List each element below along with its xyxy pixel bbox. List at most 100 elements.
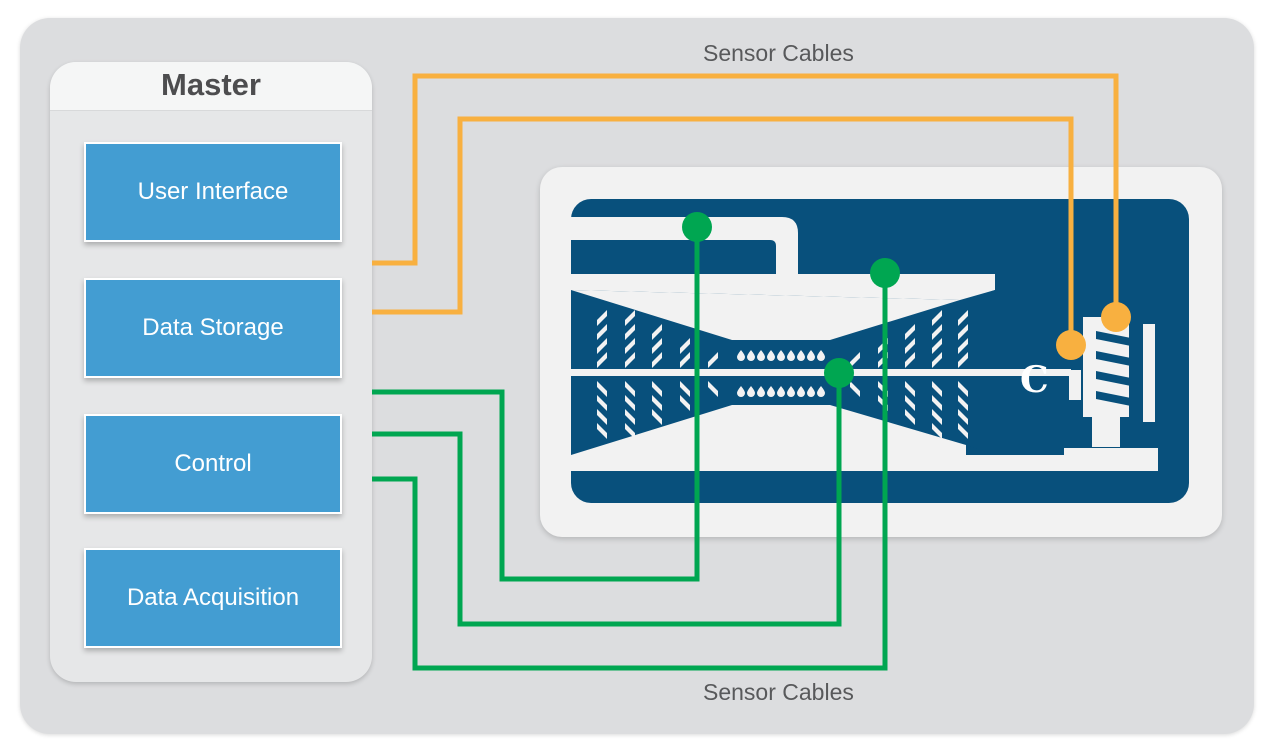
blade — [597, 381, 607, 397]
compressor-blades — [597, 310, 718, 439]
flame-drop — [767, 350, 775, 361]
flame-drop — [807, 350, 815, 361]
blade — [597, 310, 607, 326]
shaft — [571, 369, 1071, 376]
flame-drop — [757, 386, 765, 397]
blade — [597, 409, 607, 425]
blade — [625, 310, 635, 326]
flame-drop — [737, 386, 745, 397]
blade — [625, 409, 635, 425]
blade — [597, 338, 607, 354]
blade — [905, 352, 915, 368]
cable-data-storage — [372, 116, 1074, 345]
lower-casing — [571, 405, 1158, 471]
generator-stand — [1092, 417, 1120, 447]
module-user-interface: User Interface — [84, 142, 342, 242]
blade — [652, 395, 662, 411]
blade — [905, 381, 915, 397]
blade — [905, 395, 915, 411]
sensor-cables-label-top: Sensor Cables — [703, 40, 854, 66]
blade — [905, 338, 915, 354]
blade — [932, 409, 942, 425]
blade — [652, 352, 662, 368]
turbine-blades — [850, 310, 968, 439]
master-panel: Master User Interface Data Storage Contr… — [50, 62, 372, 682]
blade — [680, 381, 690, 397]
blade — [958, 310, 968, 326]
sensor-node-green-1 — [682, 212, 712, 242]
flame-drop — [817, 386, 825, 397]
blade — [680, 338, 690, 354]
flame-drop — [747, 386, 755, 397]
flame-drop — [797, 350, 805, 361]
blade — [652, 409, 662, 425]
module-data-acquisition: Data Acquisition — [84, 548, 342, 648]
blade — [597, 324, 607, 340]
coupling — [1069, 370, 1081, 400]
blade — [905, 324, 915, 340]
blade — [932, 324, 942, 340]
cable-user-interface — [372, 73, 1119, 316]
blade — [958, 395, 968, 411]
sensor-cables-label-bottom: Sensor Cables — [703, 679, 854, 705]
intake-duct — [571, 217, 798, 274]
flame-drop — [747, 350, 755, 361]
blade — [932, 381, 942, 397]
green-sensor-cables — [372, 228, 888, 671]
blade — [958, 409, 968, 425]
blade — [958, 324, 968, 340]
blade — [932, 395, 942, 411]
flame-drop — [777, 386, 785, 397]
blade — [905, 409, 915, 425]
rotation-icon: C — [1020, 359, 1049, 401]
sensor-node-green-3 — [824, 358, 854, 388]
blade — [958, 338, 968, 354]
compressor-top-wedge — [571, 290, 960, 340]
blade — [652, 338, 662, 354]
sensor-node-orange-1 — [1101, 302, 1131, 332]
blade — [958, 381, 968, 397]
blade — [932, 352, 942, 368]
blade — [850, 352, 860, 368]
flame-drop — [767, 386, 775, 397]
blade — [932, 310, 942, 326]
blade — [680, 395, 690, 411]
blade — [708, 381, 718, 397]
flame-drop — [777, 350, 785, 361]
cable-control-2 — [372, 373, 842, 627]
blade — [625, 423, 635, 439]
blade — [625, 395, 635, 411]
flame-drop — [807, 386, 815, 397]
blade — [597, 352, 607, 368]
blade — [625, 338, 635, 354]
blade — [597, 423, 607, 439]
flame-drop — [817, 350, 825, 361]
blade — [652, 324, 662, 340]
flame-drop — [757, 350, 765, 361]
blade — [932, 423, 942, 439]
master-header: Master — [50, 62, 372, 111]
sensor-node-orange-2 — [1056, 330, 1086, 360]
cable-control-3 — [372, 273, 888, 671]
blade — [625, 381, 635, 397]
blade — [652, 381, 662, 397]
sensor-node-green-2 — [870, 258, 900, 288]
blade — [597, 395, 607, 411]
blade — [850, 381, 860, 397]
generator-plate — [1143, 324, 1155, 422]
blade — [708, 352, 718, 368]
master-title: Master — [161, 67, 261, 102]
flame-drop — [787, 386, 795, 397]
module-data-storage: Data Storage — [84, 278, 342, 378]
flame-drop — [797, 386, 805, 397]
combustor-flames — [737, 350, 825, 397]
blade — [932, 338, 942, 354]
blade — [680, 352, 690, 368]
module-control: Control — [84, 414, 342, 514]
blade — [625, 352, 635, 368]
flame-drop — [737, 350, 745, 361]
orange-sensor-cables — [372, 73, 1119, 345]
generator-stripes — [1096, 331, 1131, 406]
blade — [958, 352, 968, 368]
